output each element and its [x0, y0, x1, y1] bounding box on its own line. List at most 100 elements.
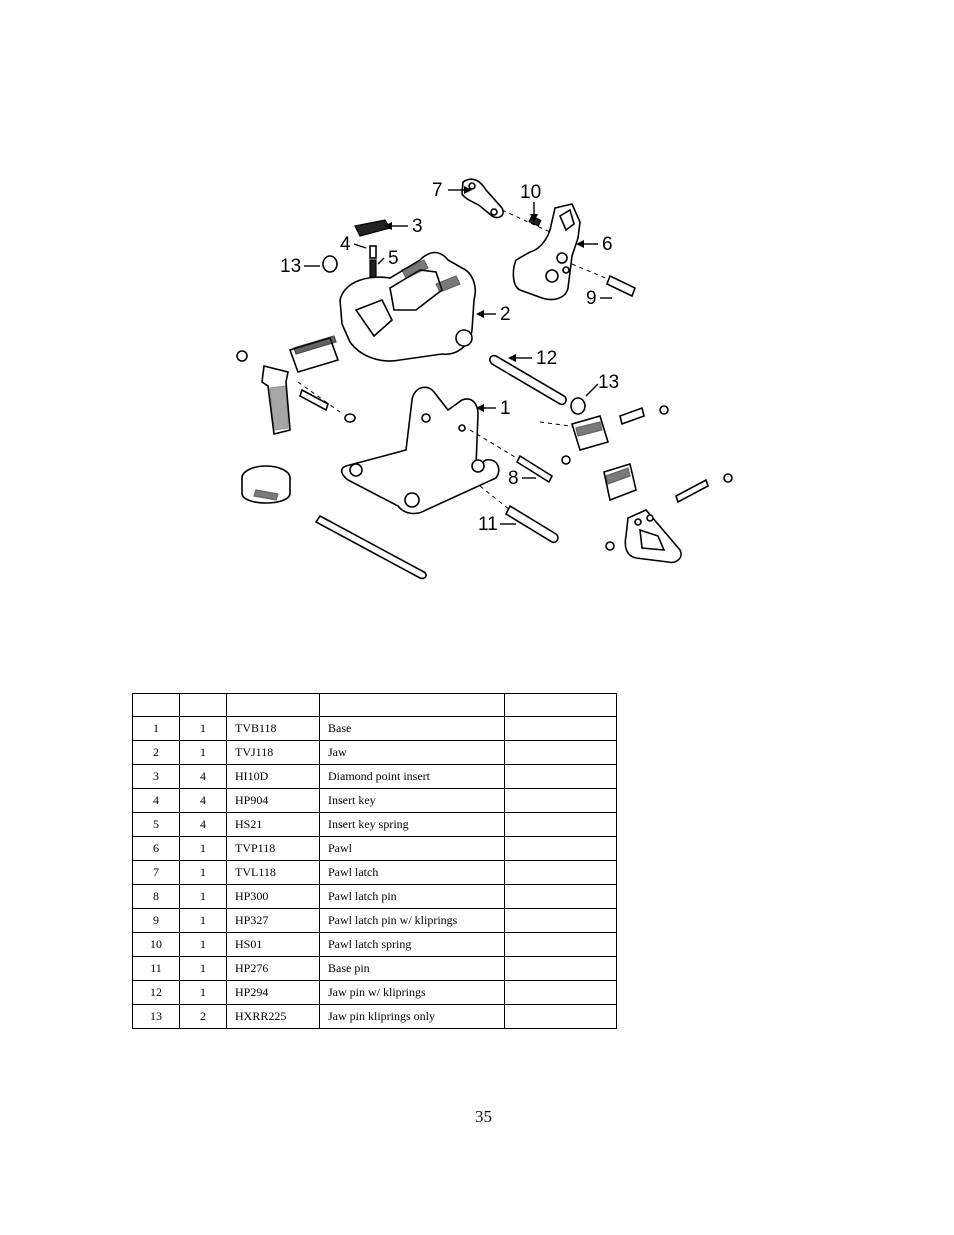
callout-13-top: 13: [280, 256, 301, 277]
page-number: 35: [475, 1107, 492, 1126]
table-cell: Insert key spring: [319, 812, 505, 837]
table-cell: 1: [179, 884, 227, 909]
table-cell: [504, 740, 617, 765]
pawl-part: [512, 203, 581, 301]
table-cell: Jaw pin kliprings only: [319, 1004, 505, 1029]
table-cell: 1: [179, 860, 227, 885]
table-cell: 13: [132, 1004, 180, 1029]
table-cell: 1: [179, 956, 227, 981]
callout-6: 6: [602, 234, 613, 255]
table-cell: HP276: [226, 956, 320, 981]
table-cell: 12: [132, 980, 180, 1005]
table-cell: [504, 836, 617, 861]
table-cell: 9: [132, 908, 180, 933]
callout-11: 11: [478, 514, 498, 535]
table-cell: HS01: [226, 932, 320, 957]
table-cell: [504, 956, 617, 981]
table-cell: HP300: [226, 884, 320, 909]
callout-10: 10: [520, 182, 541, 203]
table-cell: [504, 980, 617, 1005]
table-cell: 10: [132, 932, 180, 957]
callout-12: 12: [536, 348, 557, 369]
callout-9: 9: [586, 288, 597, 309]
table-cell: 4: [179, 764, 227, 789]
table-cell: [504, 884, 617, 909]
header-cell: [179, 693, 227, 717]
callout-8: 8: [508, 468, 519, 489]
table-cell: 1: [179, 908, 227, 933]
table-cell: [504, 1004, 617, 1029]
table-cell: Pawl latch pin: [319, 884, 505, 909]
table-cell: 1: [179, 836, 227, 861]
table-cell: 2: [132, 740, 180, 765]
header-cell: [132, 693, 180, 717]
table-cell: 1: [179, 716, 227, 741]
table-cell: Base: [319, 716, 505, 741]
table-cell: 11: [132, 956, 180, 981]
table-cell: 5: [132, 812, 180, 837]
callout-13-right: 13: [598, 372, 619, 393]
callout-3: 3: [412, 216, 423, 237]
table-cell: HP327: [226, 908, 320, 933]
table-cell: TVJ118: [226, 740, 320, 765]
table-cell: HXRR225: [226, 1004, 320, 1029]
table-cell: [504, 812, 617, 837]
table-cell: 4: [179, 812, 227, 837]
exploded-parts-diagram: 7 10 3 4 5 13 6 9 2 12 13 1 8 11: [180, 160, 760, 620]
callout-5: 5: [388, 248, 399, 269]
table-cell: 6: [132, 836, 180, 861]
table-cell: Pawl latch pin w/ kliprings: [319, 908, 505, 933]
table-cell: Pawl: [319, 836, 505, 861]
jaw-pin-part: [489, 354, 567, 406]
callout-7: 7: [432, 180, 443, 201]
table-cell: TVP118: [226, 836, 320, 861]
callout-1: 1: [500, 398, 511, 419]
diamond-insert-part: [354, 219, 391, 237]
table-header-row: [132, 693, 617, 717]
table-cell: 1: [132, 716, 180, 741]
table-cell: 4: [132, 788, 180, 813]
table-cell: 1: [179, 740, 227, 765]
table-cell: [504, 788, 617, 813]
base-part: [340, 386, 500, 515]
table-cell: Base pin: [319, 956, 505, 981]
header-cell: [319, 693, 505, 717]
table-cell: 3: [132, 764, 180, 789]
table-cell: [504, 932, 617, 957]
table-cell: [504, 908, 617, 933]
callout-4: 4: [340, 234, 351, 255]
table-cell: 7: [132, 860, 180, 885]
table-cell: HP904: [226, 788, 320, 813]
table-cell: Insert key: [319, 788, 505, 813]
header-cell: [226, 693, 320, 717]
table-cell: 4: [179, 788, 227, 813]
table-cell: [504, 764, 617, 789]
callout-2: 2: [500, 304, 511, 325]
table-cell: TVL118: [226, 860, 320, 885]
table-cell: Jaw: [319, 740, 505, 765]
table-cell: TVB118: [226, 716, 320, 741]
screw-part: [261, 365, 291, 435]
table-cell: 8: [132, 884, 180, 909]
table-cell: HS21: [226, 812, 320, 837]
table-cell: [504, 716, 617, 741]
table-cell: Diamond point insert: [319, 764, 505, 789]
table-cell: HI10D: [226, 764, 320, 789]
table-cell: 1: [179, 932, 227, 957]
long-rod-part: [314, 514, 427, 580]
table-cell: HP294: [226, 980, 320, 1005]
